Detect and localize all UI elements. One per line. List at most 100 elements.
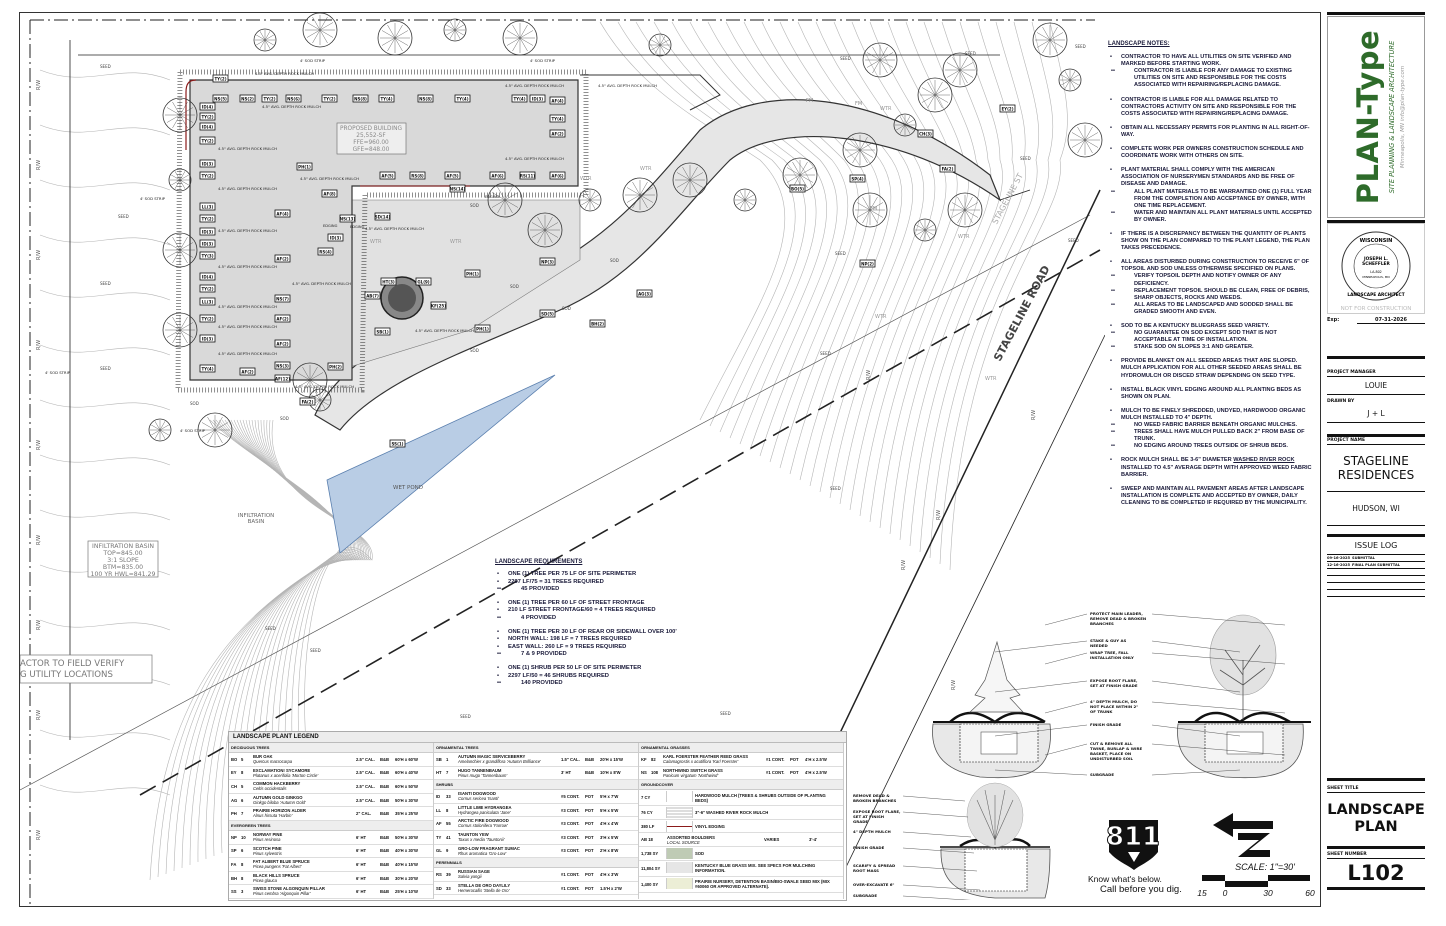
svg-text:TY(4): TY(4) xyxy=(551,116,563,121)
groundcover-qty: AB 18 xyxy=(641,837,653,843)
building-label-line: FFE=960.00 xyxy=(353,140,389,146)
svg-text:NP(2): NP(2) xyxy=(861,261,874,266)
plant-tag: NS(3) xyxy=(274,361,291,370)
plant-mature-size: 4'H x 2.5'W xyxy=(805,770,827,776)
groundcover-qty: 7 CY xyxy=(641,795,651,801)
plant-root: POT xyxy=(790,756,799,762)
evergreen-tree-icon xyxy=(1058,68,1082,92)
plant-root: B&B xyxy=(380,783,390,789)
wet-pond-label: WET POND xyxy=(393,485,423,491)
note-subitem: STAKE SOD ON SLOPES 3:1 AND GREATER. xyxy=(1108,344,1313,351)
plant-key: GL xyxy=(436,848,442,854)
emphasis: WASHED RIVER ROCK xyxy=(1233,457,1295,464)
plant-tag: PH(2) xyxy=(327,362,344,371)
plant-key: SB xyxy=(436,756,442,762)
plant-mature-size: 50'H x 30'W xyxy=(395,834,418,840)
groundcover-swatch xyxy=(666,877,693,889)
plant-key: LL xyxy=(436,807,442,813)
right-of-way-label: R/W xyxy=(36,620,42,630)
sod-strip-label: 4' SOD STRIP xyxy=(180,428,206,433)
vinyl-edging xyxy=(185,79,197,150)
svg-text:TY(4): TY(4) xyxy=(456,96,468,101)
infiltration-callout-line: INFILTRATION BASIN xyxy=(92,543,154,550)
deciduous-tree-icon xyxy=(162,97,198,133)
svg-text:SB(1): SB(1) xyxy=(376,329,389,334)
plant-key: EY xyxy=(231,770,237,776)
seed-label: SEED xyxy=(720,711,731,716)
plant-tag: TY(2) xyxy=(199,284,216,293)
plant-mature-size: 3'H x 5'W xyxy=(600,834,619,840)
sheet-title: LANDSCAPE PLAN xyxy=(1327,802,1425,835)
issue-date: 12-16-2025 xyxy=(1327,563,1350,567)
plant-tag: LL(3) xyxy=(199,202,216,211)
seed-label: SEED xyxy=(965,51,976,56)
seal-panel: WISCONSIN JOSEPH L.SCHEFFLER LA-802 MINN… xyxy=(1327,223,1425,314)
groundcover-desc: VINYL EDGING xyxy=(695,823,725,829)
plant-tag: NP(3) xyxy=(539,257,556,266)
svg-text:TY(4): TY(4) xyxy=(201,366,213,371)
botanical-name: Panicum virgatum 'Northwind' xyxy=(663,772,719,778)
plant-tag: SP(4) xyxy=(849,174,866,183)
plant-tag: SB(1) xyxy=(374,327,391,336)
svg-text:NOT FOR CONSTRUCTION: NOT FOR CONSTRUCTION xyxy=(1341,306,1412,312)
svg-text:TY(3): TY(3) xyxy=(201,253,213,258)
professional-seal: WISCONSIN JOSEPH L.SCHEFFLER LA-802 MINN… xyxy=(1341,231,1412,312)
requirement-provided: 7 & 9 PROVIDED xyxy=(495,651,725,659)
note-subitem: CONTRACTOR IS LIABLE FOR ANY DAMAGE TO E… xyxy=(1108,68,1313,89)
groundcover-dim: 3'-4' xyxy=(809,837,818,843)
right-of-way-label: R/W xyxy=(36,830,42,840)
groundcover-qty: 1,738 SY xyxy=(641,850,659,856)
deciduous-tree-icon xyxy=(502,20,538,56)
note-subitem: ALL PLANT MATERIALS TO BE WARRANTIED ONE… xyxy=(1108,189,1313,210)
groundcover-swatch xyxy=(666,807,693,819)
svg-text:FA(2): FA(2) xyxy=(302,399,314,404)
svg-text:AB(7): AB(7) xyxy=(366,293,379,298)
plant-tag: KF(25) xyxy=(430,301,447,310)
plant-root: B&B xyxy=(380,861,390,867)
svg-text:TY(2): TY(2) xyxy=(201,173,213,178)
plant-tag: ID(4) xyxy=(199,122,216,131)
shrub-detail-label: FINISH GRADE xyxy=(853,845,885,850)
botanical-name: Celtis occidentalis xyxy=(253,786,287,792)
tree-detail-label: PROTECT MAIN LEADER,REMOVE DEAD & BROKEN… xyxy=(1090,611,1146,626)
plant-size: 2.5" CAL. xyxy=(356,756,375,762)
plant-tag: BO(5) xyxy=(789,184,806,193)
plant-mature-size: 20'H x 15'W xyxy=(600,756,623,762)
issue-desc: SUBMITTAL xyxy=(1352,556,1375,560)
botanical-name: Hemerocallis 'Stella de Oro' xyxy=(458,887,510,893)
plant-key: SD xyxy=(436,885,442,891)
seed-label: SEED xyxy=(460,714,471,719)
requirements-title: LANDSCAPE REQUIREMENTS xyxy=(495,559,583,565)
note-subitem: VERIFY TOPSOIL DEPTH AND NOTIFY OWNER OF… xyxy=(1108,273,1313,287)
legend-section-header: SHRUBS xyxy=(434,780,638,791)
plant-key: NP xyxy=(231,834,237,840)
svg-text:ID(3): ID(3) xyxy=(532,96,543,101)
note-item: MULCH TO BE FINELY SHREDDED, UNDYED, HAR… xyxy=(1108,408,1313,451)
groundcover-desc: HARDWOOD MULCH (TREES & SHRUBS OUTSIDE O… xyxy=(695,792,826,803)
rock-mulch-label: 4.5" AVG. DEPTH ROCK MULCH xyxy=(218,146,277,151)
infiltration-callout-line: BTM=835.00 xyxy=(103,564,143,571)
plant-tag: TY(3) xyxy=(199,251,216,260)
sod-strip-label: 4' SOD STRIP xyxy=(300,58,326,63)
water-line-label: WTR xyxy=(370,239,382,245)
deciduous-tree-icon xyxy=(672,162,708,198)
plant-size: 6' HT xyxy=(356,848,367,854)
groundcover-desc: PRAIRIE NURSERY, DETENTION BASIN/BIO-SWA… xyxy=(695,879,830,890)
brand-contact: Minneapolis, MN info@plan-type.com xyxy=(1400,65,1406,169)
right-of-way-label: R/W xyxy=(901,560,907,570)
rock-mulch-label: 4.5" AVG. DEPTH ROCK MULCH xyxy=(598,83,657,88)
plant-tag: ID(4) xyxy=(199,272,216,281)
botanical-name: Hydrangea paniculata 'Jane' xyxy=(458,809,511,815)
